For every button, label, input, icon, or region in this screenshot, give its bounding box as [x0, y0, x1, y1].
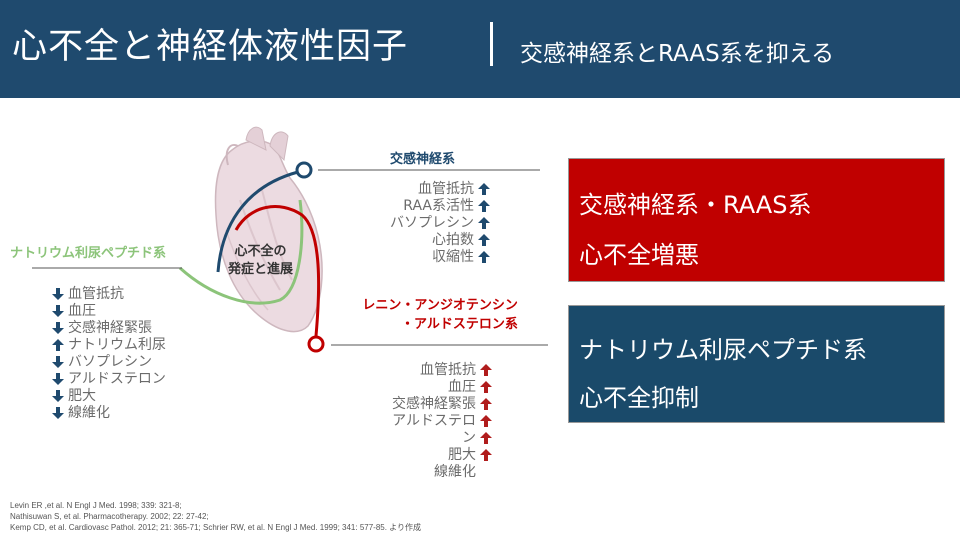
heart-illustration [214, 126, 323, 333]
arrow-up-icon [480, 415, 492, 427]
center-label-line1: 心不全の [234, 244, 287, 259]
list-item: バソプレシン [48, 354, 166, 371]
raas-node [307, 335, 325, 353]
arrow-up-icon [480, 432, 492, 444]
summary-box-suppression-line1: ナトリウム利尿ペプチド系 [579, 336, 867, 364]
center-label-line2: 発症と進展 [228, 262, 294, 277]
raas-label-line2: ・アルドステロン系 [401, 317, 518, 332]
arrow-up-icon [480, 449, 492, 461]
header-bar: 心不全と神経体液性因子 交感神経系とRAAS系を抑える [0, 0, 960, 98]
list-item: アルドステロ [356, 413, 496, 430]
list-item: 血圧 [48, 303, 166, 320]
arrow-down-icon [52, 373, 64, 385]
arrow-down-icon [52, 288, 64, 300]
arrow-down-icon [52, 322, 64, 334]
sympathetic-effects-list: 血管抵抗 RAA系活性 バソプレシン 心拍数 収縮性 [360, 181, 494, 266]
list-item: 線維化 [434, 464, 476, 480]
page-subtitle: 交感神経系とRAAS系を抑える [520, 41, 835, 67]
sympathetic-label: 交感神経系 [390, 152, 456, 167]
list-item: ン [356, 430, 496, 447]
summary-box-aggravation-line1: 交感神経系・RAAS系 [579, 191, 812, 219]
natriuretic-label: ナトリウム利尿ペプチド系 [10, 246, 167, 261]
center-label: 心不全の 発症と進展 [228, 243, 293, 279]
summary-box-suppression-line2: 心不全抑制 [579, 384, 699, 412]
arrow-up-icon [478, 183, 490, 195]
sympathetic-node [295, 161, 313, 179]
list-item: 血管抵抗 [356, 362, 496, 379]
summary-box-aggravation: 交感神経系・RAAS系 心不全増悪 [568, 158, 945, 282]
raas-effects-list: 血管抵抗 血圧 交感神経緊張 アルドステロ ン 肥大 線維化 [356, 362, 496, 481]
arrow-up-icon [480, 364, 492, 376]
list-item: アルドステロン [48, 371, 166, 388]
list-item: 血管抵抗 [48, 286, 166, 303]
list-item: ナトリウム利尿 [48, 337, 166, 354]
arrow-down-icon [52, 305, 64, 317]
arrow-down-icon [52, 356, 64, 368]
natriuretic-effects-list: 血管抵抗 血圧 交感神経緊張 ナトリウム利尿 バソプレシン アルドステロン 肥大… [48, 286, 166, 422]
arrow-up-icon [478, 234, 490, 246]
raas-label-line1: レニン・アンジオテンシン [362, 298, 518, 313]
list-item: 肥大 [356, 447, 496, 464]
sympathetic-connector [216, 170, 299, 273]
references: Levin ER ,et al. N Engl J Med. 1998; 339… [10, 500, 421, 533]
raas-connector [234, 205, 321, 337]
raas-label: レニン・アンジオテンシン ・アルドステロン系 [355, 296, 518, 334]
list-item: 血圧 [356, 379, 496, 396]
list-item: 交感神経緊張 [356, 396, 496, 413]
list-item: 線維化 [48, 405, 166, 422]
arrow-up-icon [478, 217, 490, 229]
list-item: バソプレシン [360, 215, 494, 232]
list-item: 肥大 [48, 388, 166, 405]
list-item: 収縮性 [360, 249, 494, 266]
list-item: 交感神経緊張 [48, 320, 166, 337]
summary-box-aggravation-line2: 心不全増悪 [579, 241, 699, 269]
arrow-up-icon [52, 339, 64, 351]
arrow-down-icon [52, 407, 64, 419]
reference-item: Nathisuwan S, et al. Pharmacotherapy. 20… [10, 512, 209, 521]
summary-box-suppression: ナトリウム利尿ペプチド系 心不全抑制 [568, 305, 945, 423]
natriuretic-connector [178, 199, 304, 305]
arrow-up-icon [478, 251, 490, 263]
arrow-up-icon [480, 398, 492, 410]
list-item: 心拍数 [360, 232, 494, 249]
arrow-up-icon [478, 200, 490, 212]
list-item: RAA系活性 [360, 198, 494, 215]
page-title: 心不全と神経体液性因子 [12, 27, 409, 67]
title-separator [490, 22, 493, 66]
reference-item: Levin ER ,et al. N Engl J Med. 1998; 339… [10, 501, 182, 510]
arrow-down-icon [52, 390, 64, 402]
arrow-up-icon [480, 381, 492, 393]
reference-item: Kemp CD, et al. Cardiovasc Pathol. 2012;… [10, 523, 422, 532]
list-item: 血管抵抗 [360, 181, 494, 198]
